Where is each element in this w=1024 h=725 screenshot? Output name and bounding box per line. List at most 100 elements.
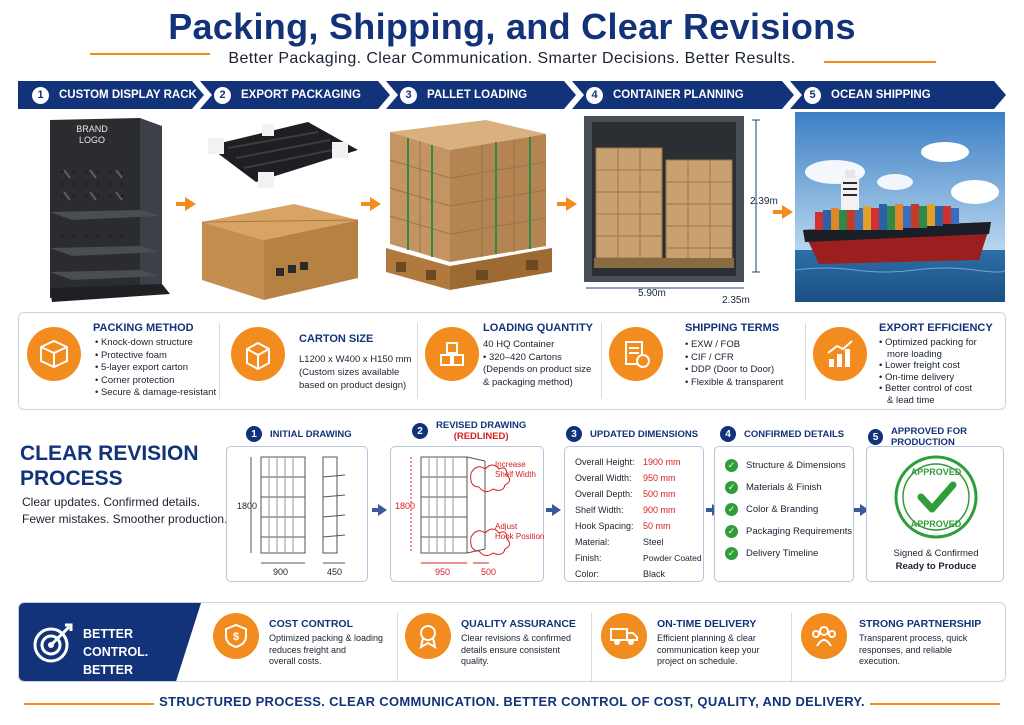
divider <box>805 323 806 399</box>
rev-step-updated-dimensions: 3 UPDATED DIMENSIONS <box>566 426 698 442</box>
loading-note: (Depends on product size <box>483 364 592 375</box>
list-item: On-time delivery <box>884 371 955 383</box>
approved-card: APPROVED APPROVED Signed & Confirmed Rea… <box>866 446 1004 582</box>
target-icon <box>33 623 73 663</box>
banner-line: BETTER CONTROL. <box>83 627 149 659</box>
info-shipping-terms: SHIPPING TERMS EXW / FOB CIF / CFR DDP (… <box>605 317 801 405</box>
revision-subtitle: Clear updates. Confirmed details.Fewer m… <box>22 494 227 528</box>
confirmed-label: Color & Branding <box>746 504 819 515</box>
stamp-text: APPROVED <box>911 519 962 529</box>
dimension-value: 900 mm <box>643 505 676 515</box>
carton-size-value: L1200 x W400 x H150 mm <box>299 354 412 365</box>
rev-step-number: 5 <box>868 429 883 445</box>
stamp-text: APPROVED <box>911 467 962 477</box>
revised-depth-label: 500 <box>481 567 496 577</box>
confirmed-details-card: ✓Structure & Dimensions ✓Materials & Fin… <box>714 446 854 582</box>
benefit-line: project on schedule. <box>657 656 738 666</box>
footer-tagline: STRUCTURED PROCESS. CLEAR COMMUNICATION.… <box>159 694 865 709</box>
step-number: 2 <box>214 87 231 104</box>
container-height-label: 2.39m <box>750 196 778 207</box>
growth-chart-icon <box>813 327 867 381</box>
dimension-value: 50 mm <box>643 521 671 531</box>
stacked-boxes-icon <box>425 327 479 381</box>
rev-step-sublabel: (REDLINED) <box>453 431 509 442</box>
shield-dollar-icon: $ <box>213 613 259 659</box>
rev-step-initial-drawing: 1 INITIAL DRAWING <box>246 426 352 442</box>
divider <box>397 613 398 681</box>
redline-note: Hook Position <box>495 532 544 541</box>
step-custom-display-rack: 1 CUSTOM DISPLAY RACK <box>18 81 204 109</box>
packing-info-panel: PACKING METHOD Knock-down structure Prot… <box>18 312 1006 410</box>
benefit-title: COST CONTROL <box>269 618 353 630</box>
dimension-label: Overall Depth: <box>575 489 633 499</box>
list-item: Flexible & transparent <box>685 377 783 390</box>
benefit-line: overall costs. <box>269 656 322 666</box>
step-label: CUSTOM DISPLAY RACK <box>59 89 197 101</box>
rev-step-number: 3 <box>566 426 582 442</box>
display-rack-image: BRAND LOGO <box>30 112 180 304</box>
step-number: 1 <box>32 87 49 104</box>
rev-step-number: 1 <box>246 426 262 442</box>
rev-step-label: REVISED DRAWING <box>436 420 527 431</box>
dimension-value: 1900 mm <box>643 457 681 467</box>
rev-step-number: 2 <box>412 423 428 439</box>
container-width-label: 2.35m <box>722 295 750 304</box>
revision-title-line: PROCESS <box>20 467 123 490</box>
carton-size-note: (Custom sizes available <box>299 367 400 378</box>
arrow-right-icon <box>176 197 196 211</box>
process-steps: 1 CUSTOM DISPLAY RACK 2 EXPORT PACKAGING 3… <box>18 81 1006 109</box>
dimension-value: Powder Coated <box>643 553 702 563</box>
benefit-line: Efficient planning & clear <box>657 633 756 643</box>
approved-stamp-icon: APPROVED APPROVED <box>894 455 978 539</box>
divider <box>870 703 1000 705</box>
info-title: SHIPPING TERMS <box>685 322 780 334</box>
rev-step-label: INITIAL DRAWING <box>270 428 352 440</box>
step-number: 3 <box>400 87 417 104</box>
loading-note: & packaging method) <box>483 376 573 388</box>
revised-width-label: 950 <box>435 567 450 577</box>
shipping-terms-list: EXW / FOB CIF / CFR DDP (Door to Door) F… <box>685 339 783 389</box>
dimension-label: Color: <box>575 569 600 579</box>
info-carton-size: CARTON SIZE L1200 x W400 x H150 mm (Cust… <box>227 317 417 405</box>
benefit-line: details ensure consistent <box>461 644 561 655</box>
info-title: PACKING METHOD <box>93 322 194 334</box>
rev-step-label: UPDATED DIMENSIONS <box>590 428 699 440</box>
arrow-right-icon <box>854 504 869 516</box>
benefit-line: Clear revisions & confirmed <box>461 633 572 643</box>
info-export-efficiency: EXPORT EFFICIENCY • Optimized packing fo… <box>809 317 1003 406</box>
confirmed-item: ✓Color & Branding <box>725 503 818 516</box>
dimension-label: Shelf Width: <box>575 505 624 515</box>
better-control-banner: BETTER CONTROL.BETTER OUTCOME. <box>19 603 201 681</box>
confirmed-item: ✓Packaging Requirements <box>725 525 852 538</box>
rev-step-label: CONFIRMED DETAILS <box>744 428 845 440</box>
confirmed-label: Packaging Requirements <box>746 526 853 537</box>
divider <box>601 323 602 399</box>
benefit-line: Optimized packing & loading <box>269 633 384 643</box>
redline-note: Adjust <box>495 522 518 531</box>
benefit-line: execution. <box>859 656 901 666</box>
dimension-value: 950 mm <box>643 473 676 483</box>
redline-note: Shelf Width <box>495 470 536 479</box>
confirmed-label: Materials & Finish <box>746 482 822 493</box>
step-label: EXPORT PACKAGING <box>241 89 361 101</box>
approved-line: Signed & Confirmed <box>893 548 979 559</box>
info-title: CARTON SIZE <box>299 333 374 345</box>
pallet-loading-image <box>386 112 552 304</box>
truck-icon <box>601 613 647 659</box>
arrow-right-icon <box>361 197 381 211</box>
initial-width-label: 900 <box>273 567 288 577</box>
ocean-shipping-image <box>795 112 1005 302</box>
dimension-value: 500 mm <box>643 489 676 499</box>
list-item: Corner protection <box>95 375 216 388</box>
revision-subtitle-line: Clear updates. Confirmed details. <box>22 495 201 509</box>
loading-container: 40 HQ Container <box>483 339 555 350</box>
arrow-right-icon <box>372 504 387 516</box>
list-item: EXW / FOB <box>685 339 783 352</box>
rack-logo-text: LOGO <box>79 135 105 145</box>
list-item: Optimized packing for <box>884 337 977 348</box>
